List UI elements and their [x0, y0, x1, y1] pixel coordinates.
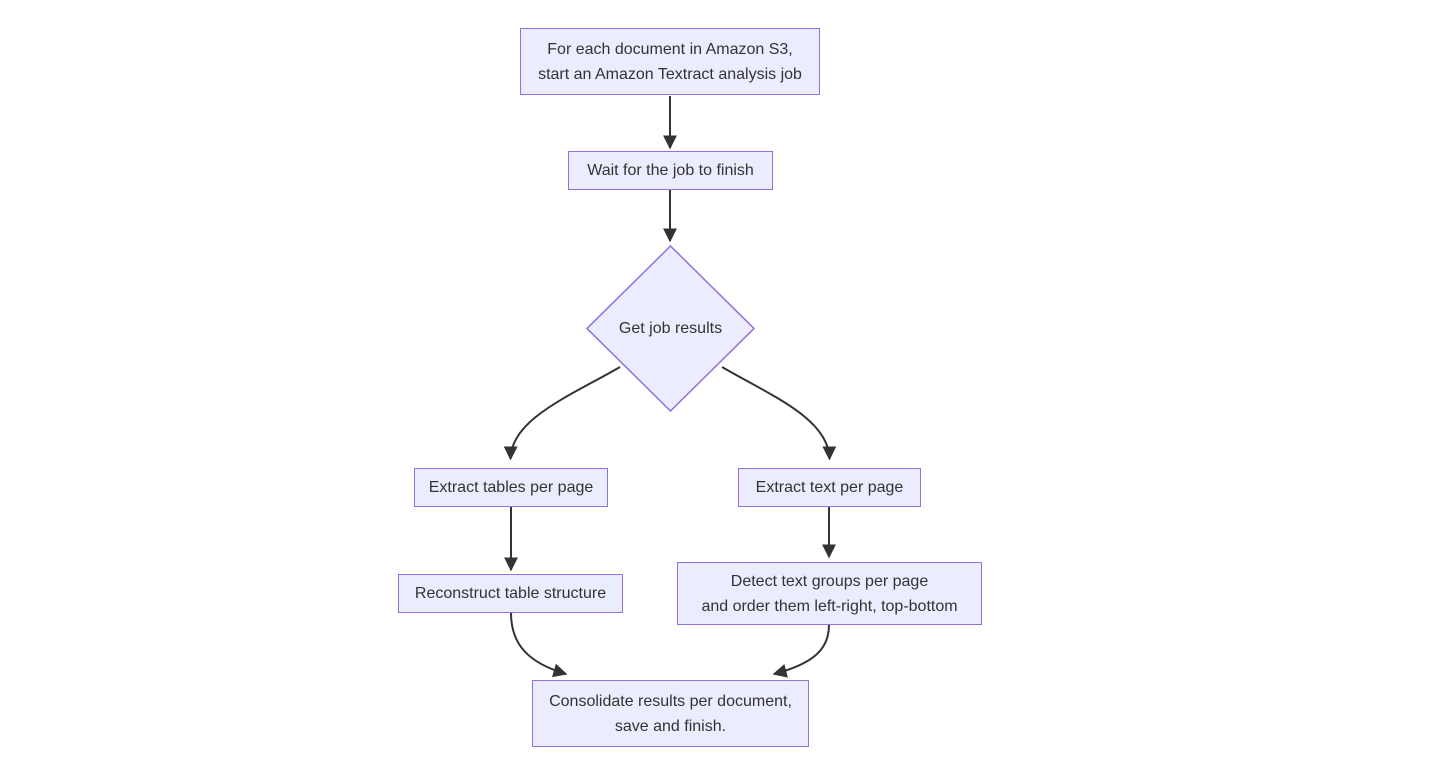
node-reconstruct-tables: Reconstruct table structure	[398, 574, 623, 613]
node-detect-text-groups: Detect text groups per page and order th…	[677, 562, 982, 625]
node-consolidate: Consolidate results per document, save a…	[532, 680, 809, 747]
edge-get-results-to-extract-tables	[503, 366, 621, 461]
node-get-results: Get job results	[586, 245, 755, 412]
node-get-results-label: Get job results	[618, 320, 723, 337]
node-wait-label: Wait for the job to finish	[587, 162, 754, 179]
edge-get-results-to-extract-text	[721, 366, 837, 461]
node-detect-text-groups-label: Detect text groups per page and order th…	[701, 572, 958, 615]
node-extract-text-label: Extract text per page	[755, 479, 904, 496]
node-consolidate-label: Consolidate results per document, save a…	[549, 692, 792, 735]
node-start: For each document in Amazon S3, start an…	[520, 28, 820, 95]
node-extract-text: Extract text per page	[738, 468, 921, 507]
node-extract-tables-label: Extract tables per page	[428, 479, 594, 496]
node-start-label: For each document in Amazon S3, start an…	[538, 40, 802, 83]
diamond-shape-icon	[586, 245, 755, 412]
node-extract-tables: Extract tables per page	[414, 468, 608, 507]
node-wait: Wait for the job to finish	[568, 151, 773, 190]
edge-detect-to-consolidate	[772, 624, 830, 678]
edge-reconstruct-to-consolidate	[510, 612, 568, 678]
node-reconstruct-tables-label: Reconstruct table structure	[414, 585, 607, 602]
